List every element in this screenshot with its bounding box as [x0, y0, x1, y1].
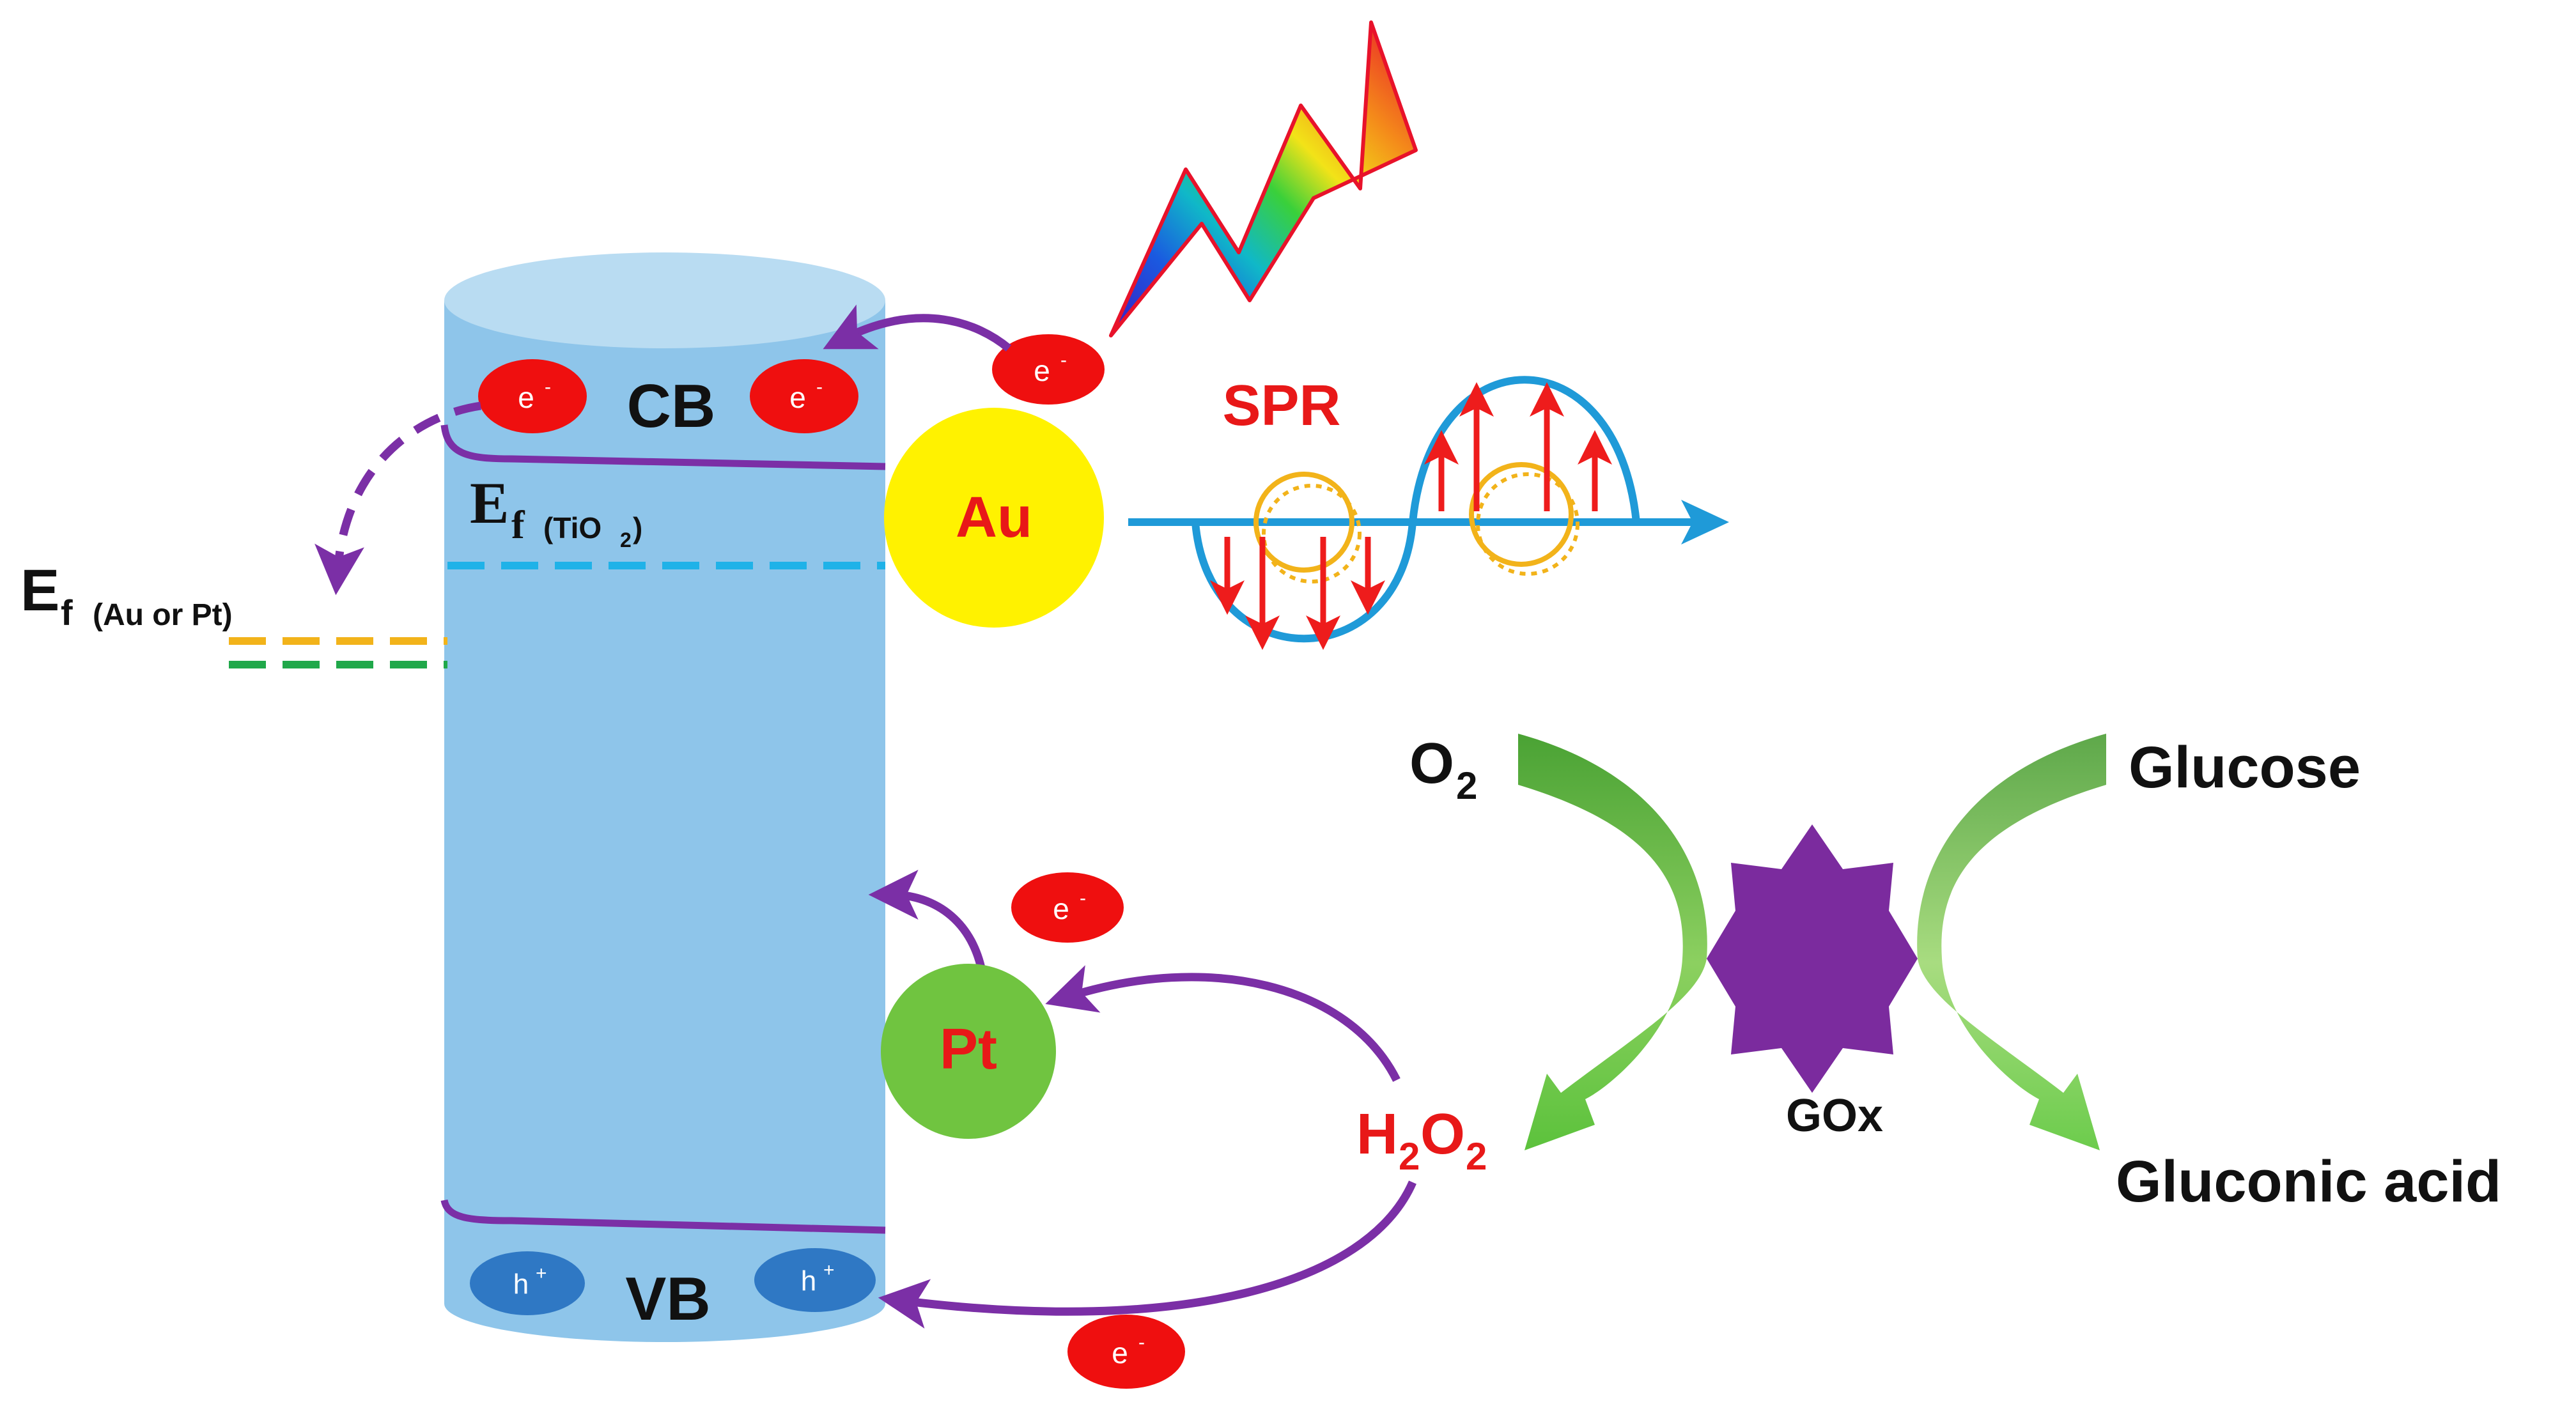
valence-band-edge	[440, 1199, 886, 1234]
vb-hole-right: h +	[754, 1248, 876, 1312]
pt-nanoparticle: Pt	[881, 964, 1056, 1139]
svg-text:f: f	[511, 504, 525, 547]
svg-text:e: e	[1112, 1336, 1128, 1370]
svg-text:e: e	[518, 381, 534, 414]
spr-wave	[1128, 376, 1729, 650]
svg-text:h: h	[513, 1269, 529, 1300]
svg-text:2: 2	[1456, 764, 1477, 807]
vb-hole-left: h +	[470, 1251, 585, 1315]
h2o2-to-pt-arrow	[1045, 965, 1401, 1082]
lightning-bolt-icon	[1109, 20, 1418, 337]
svg-text:Au: Au	[956, 486, 1032, 550]
svg-text:2: 2	[1466, 1135, 1487, 1178]
injected-electron: e -	[992, 334, 1105, 405]
svg-text:-: -	[1138, 1332, 1145, 1353]
spr-label: SPR	[1222, 374, 1340, 438]
svg-text:+: +	[536, 1263, 547, 1284]
h2o2-label: H 2 O 2	[1356, 1102, 1487, 1178]
glucose-label: Glucose	[2129, 735, 2361, 800]
svg-text:e: e	[789, 381, 806, 414]
fermi-level-tio2-label: E f (TiO 2 )	[470, 470, 642, 552]
o2-to-h2o2-arrow	[1518, 734, 1707, 1150]
o2-label: O 2	[1409, 732, 1477, 807]
cb-electron-right: e -	[750, 359, 858, 433]
cb-label: CB	[627, 372, 716, 440]
h2o2-to-vb-arrow	[878, 1180, 1416, 1329]
svg-text:e: e	[1034, 354, 1050, 387]
svg-text:+: +	[823, 1260, 835, 1281]
svg-text:-: -	[816, 376, 823, 398]
fermi-level-metal-label: E f (Au or Pt)	[20, 558, 233, 633]
svg-text:-: -	[1060, 350, 1067, 371]
svg-text:O: O	[1420, 1102, 1465, 1166]
svg-text:E: E	[470, 470, 509, 536]
svg-text:): )	[633, 511, 642, 544]
cb-electron-left: e -	[478, 359, 587, 433]
gluconic-acid-label: Gluconic acid	[2116, 1149, 2501, 1214]
svg-text:(TiO: (TiO	[543, 511, 601, 544]
gox-label: GOx	[1786, 1090, 1883, 1141]
pt-to-tio2-arrow	[868, 870, 989, 988]
vb-label: VB	[625, 1265, 710, 1333]
svg-text:h: h	[801, 1265, 816, 1297]
electron-transfer-dashed-arrow	[314, 401, 481, 596]
star-icon	[1707, 824, 1918, 1093]
svg-text:-: -	[1080, 888, 1086, 909]
svg-text:2: 2	[620, 529, 632, 552]
svg-text:f: f	[61, 592, 73, 633]
svg-text:Pt: Pt	[940, 1017, 997, 1081]
svg-text:2: 2	[1399, 1135, 1420, 1178]
au-nanoparticle: Au	[884, 408, 1104, 628]
au-to-cb-arrow	[823, 304, 1012, 351]
pt-electron: e -	[1011, 872, 1124, 943]
svg-text:-: -	[545, 376, 551, 398]
svg-text:(Au or Pt): (Au or Pt)	[93, 598, 233, 632]
glucose-to-gluconic-acid-arrow	[1917, 734, 2106, 1150]
svg-text:E: E	[20, 558, 59, 623]
conduction-band-edge	[440, 424, 886, 470]
svg-text:O: O	[1409, 732, 1454, 796]
svg-text:e: e	[1053, 892, 1069, 925]
svg-text:H: H	[1356, 1102, 1398, 1166]
vb-transfer-electron: e -	[1067, 1315, 1185, 1389]
